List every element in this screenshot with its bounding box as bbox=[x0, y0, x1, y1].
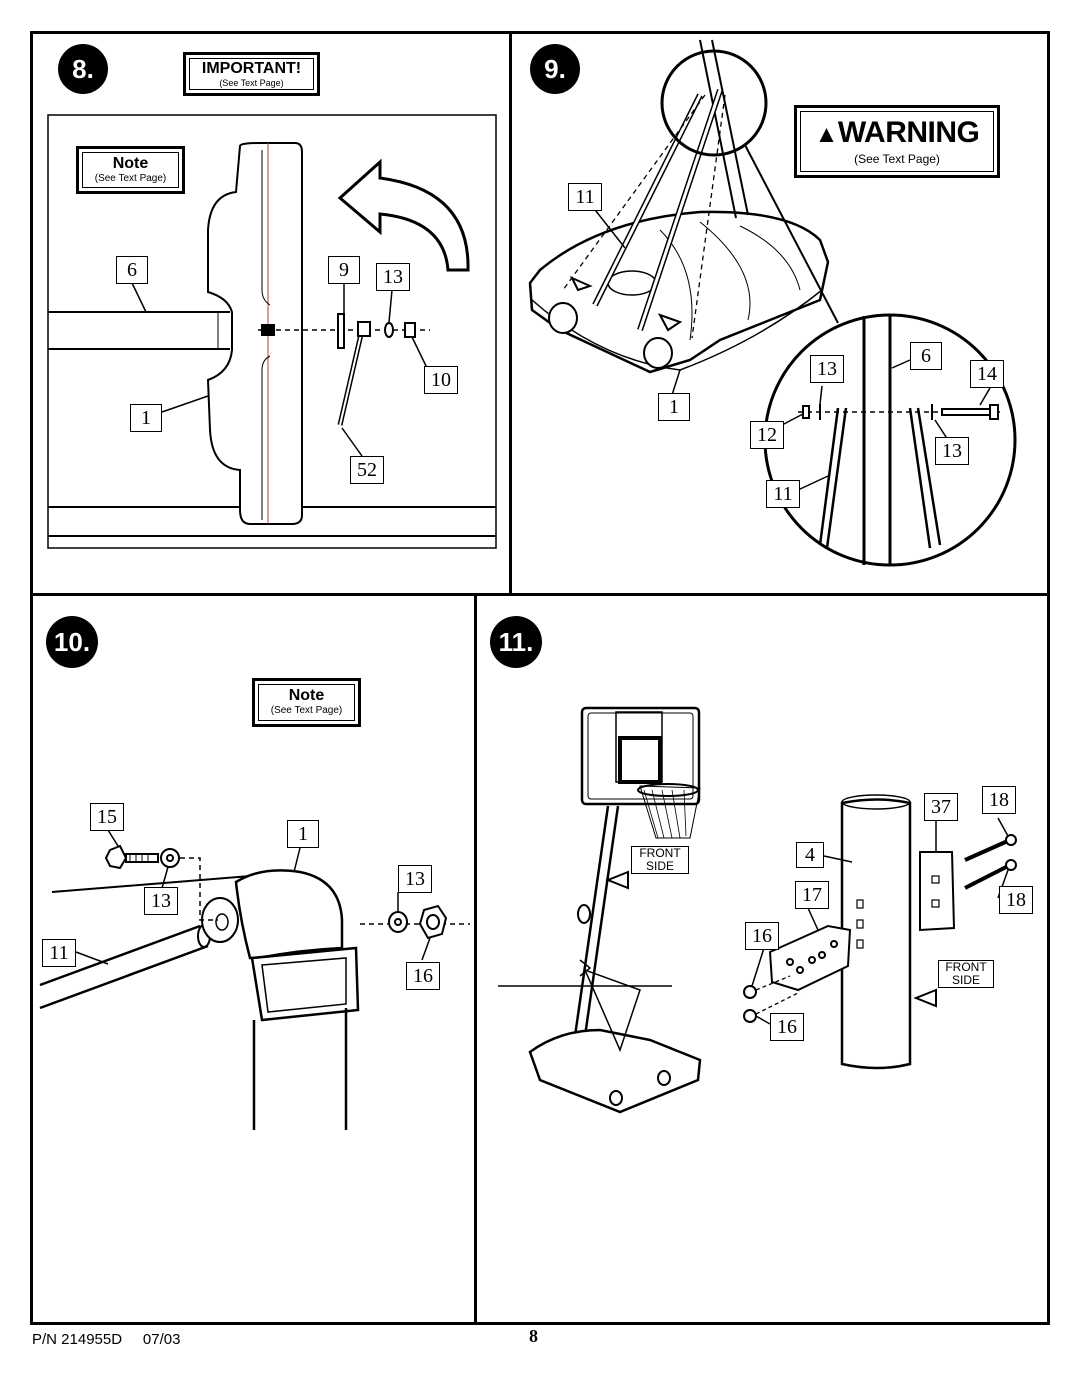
step-8-badge: 8. bbox=[58, 44, 108, 94]
callout-part-11: 11 bbox=[42, 939, 76, 967]
callout-part-18: 18 bbox=[982, 786, 1016, 814]
note-subtitle: (See Text Page) bbox=[94, 173, 167, 184]
part-number: P/N 214955D 07/03 bbox=[32, 1331, 181, 1348]
callout-part-6: 6 bbox=[116, 256, 148, 284]
important-subtitle: (See Text Page) bbox=[219, 78, 284, 88]
warning-triangle-icon: ▲ bbox=[814, 121, 839, 148]
callout-part-12: 12 bbox=[750, 421, 784, 449]
page-number: 8 bbox=[529, 1326, 538, 1346]
callout-part-4: 4 bbox=[796, 842, 824, 868]
callout-part-10: 10 bbox=[424, 366, 458, 394]
callout-part-13: 13 bbox=[935, 437, 969, 465]
note-title: Note bbox=[112, 155, 149, 172]
callout-part-13: 13 bbox=[398, 865, 432, 893]
callout-part-11: 11 bbox=[568, 183, 602, 211]
callout-part-9: 9 bbox=[328, 256, 360, 284]
callout-part-37: 37 bbox=[924, 793, 958, 821]
callout-part-1: 1 bbox=[658, 393, 690, 421]
front-label: FRONT bbox=[639, 846, 681, 860]
callout-part-16: 16 bbox=[745, 922, 779, 950]
note-title: Note bbox=[288, 687, 325, 704]
callout-part-13: 13 bbox=[376, 263, 410, 291]
step-10-illustration bbox=[39, 829, 470, 1130]
step-11-illustration bbox=[498, 706, 1017, 1114]
callout-part-15: 15 bbox=[90, 803, 124, 831]
step-9-badge: 9. bbox=[530, 44, 580, 94]
front-side-label-pole: FRONT SIDE bbox=[938, 960, 994, 988]
step-10-badge: 10. bbox=[46, 616, 98, 668]
warning-subtitle: (See Text Page) bbox=[854, 152, 940, 166]
step-11-panel bbox=[474, 593, 1050, 1325]
callout-part-16: 16 bbox=[406, 962, 440, 990]
callout-part-1: 1 bbox=[130, 404, 162, 432]
callout-part-6: 6 bbox=[910, 342, 942, 370]
front-side-label-hoop: FRONT SIDE bbox=[631, 846, 689, 874]
important-title: IMPORTANT! bbox=[201, 60, 302, 77]
warning-title: ▲WARNING bbox=[814, 116, 980, 149]
callout-part-13: 13 bbox=[810, 355, 844, 383]
important-box: IMPORTANT! (See Text Page) bbox=[183, 52, 320, 96]
step-11-badge: 11. bbox=[490, 616, 542, 668]
note-box-step-8: Note (See Text Page) bbox=[76, 146, 185, 194]
note-subtitle: (See Text Page) bbox=[270, 705, 343, 716]
callout-part-11: 11 bbox=[766, 480, 800, 508]
callout-part-52: 52 bbox=[350, 456, 384, 484]
callout-part-13: 13 bbox=[144, 887, 178, 915]
callout-part-16: 16 bbox=[770, 1013, 804, 1041]
front-label: FRONT bbox=[945, 960, 987, 974]
callout-part-14: 14 bbox=[970, 360, 1004, 388]
step-9-illustration bbox=[528, 39, 1017, 567]
side-label: SIDE bbox=[951, 973, 980, 987]
side-label: SIDE bbox=[645, 859, 674, 873]
warning-box: ▲WARNING (See Text Page) bbox=[794, 105, 1000, 178]
callout-part-18: 18 bbox=[999, 886, 1033, 914]
step-8-illustration bbox=[47, 114, 497, 549]
callout-part-17: 17 bbox=[795, 881, 829, 909]
note-box-step-10: Note (See Text Page) bbox=[252, 678, 361, 727]
callout-part-1: 1 bbox=[287, 820, 319, 848]
